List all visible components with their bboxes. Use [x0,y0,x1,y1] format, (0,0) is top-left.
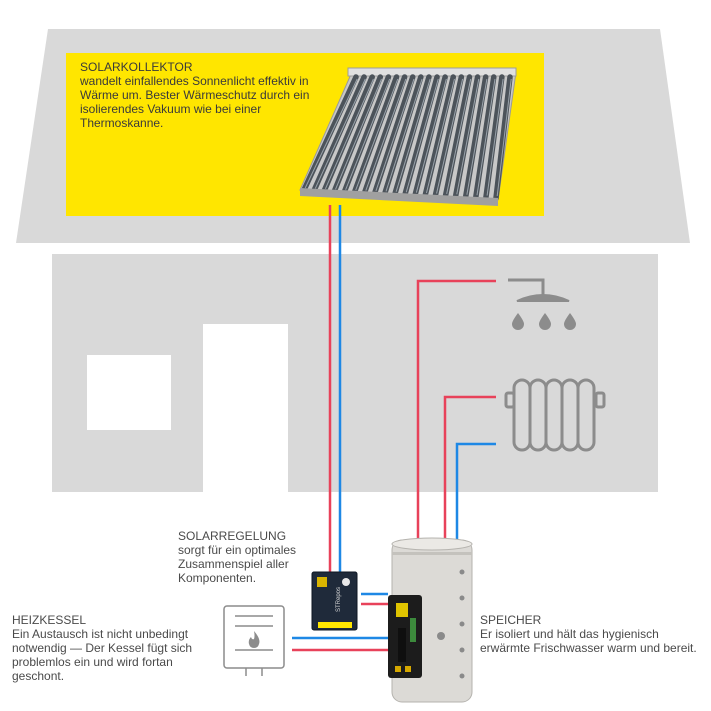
solar-collector-image [299,67,517,206]
collector-tube [432,74,465,199]
controller-title: SOLARREGELUNG [178,529,287,543]
boiler-description: HEIZKESSEL Ein Austausch ist nicht unbed… [12,613,222,683]
collector-tube-highlight [345,78,391,190]
storage-text: Er isoliert und hält das hygienisch erwä… [480,627,697,655]
controller-text: sorgt für ein optimales Zusammenspiel al… [178,543,297,585]
collector-tube [412,74,448,198]
collector-tube [311,74,367,194]
collector-tube [351,74,400,195]
collector-tube-highlight [304,78,358,189]
house-door [203,324,288,492]
collector-tube [402,74,440,197]
heating-boiler [223,605,285,676]
collector-tube [371,74,416,196]
collector-tube [341,74,392,195]
shower-drops [512,313,576,330]
flame-icon [248,631,260,648]
shower-icon [508,278,570,302]
collector-tube-highlight [436,78,464,194]
solar-controller-device: STRepos [311,571,358,631]
collector-tube-highlight [466,78,488,195]
shower-hot-pipe [416,279,496,540]
collector-tube [301,74,359,193]
collector-tube [493,74,513,201]
collector-tube-highlight [486,78,504,196]
collector-tube-highlight [385,78,423,192]
radiator-icon [504,378,606,452]
collector-tube [452,74,481,200]
storage-tank [388,537,473,703]
collector-tube-highlight [314,78,366,189]
collector-tube-highlight [456,78,480,195]
storage-title: SPEICHER [480,613,542,627]
collector-tube-highlight [324,78,374,190]
collector-tube-highlight [476,78,496,196]
collector-tube [382,74,424,197]
boiler-text: Ein Austausch ist nicht unbedingt notwen… [12,627,193,683]
collector-title: SOLARKOLLEKTOR [80,60,193,74]
collector-description: SOLARKOLLEKTOR wandelt einfallendes Sonn… [80,60,320,130]
collector-tube [473,74,497,200]
collector-tube-highlight [365,78,407,191]
collector-tube-highlight [375,78,415,192]
collector-tube-highlight [395,78,431,192]
collector-tube-highlight [425,78,455,194]
radiator-return-pipe [455,442,496,540]
collector-tube [361,74,408,196]
house-window [87,355,171,430]
collector-tube-highlight [446,78,472,194]
boiler-title: HEIZKESSEL [12,613,87,627]
controller-device-label: STRepos [336,587,342,612]
collector-tube [392,74,432,197]
radiator-hot-pipe [443,395,496,540]
collector-tube [331,74,384,195]
collector-tube-highlight [405,78,439,193]
collector-tube-highlight [496,78,512,197]
collector-tube [321,74,375,194]
collector-text: wandelt einfallendes Sonnenlicht effekti… [80,74,310,130]
collector-tube-highlight [415,78,447,193]
collector-tube [483,74,505,201]
storage-description: SPEICHER Er isoliert und hält das hygien… [480,613,700,655]
collector-tube-highlight [355,78,399,191]
collector-tube-highlight [335,78,382,190]
collector-tube [442,74,473,199]
collector-tube [422,74,457,198]
collector-tube [462,74,489,200]
controller-description: SOLARREGELUNG sorgt für ein optimales Zu… [178,529,338,585]
